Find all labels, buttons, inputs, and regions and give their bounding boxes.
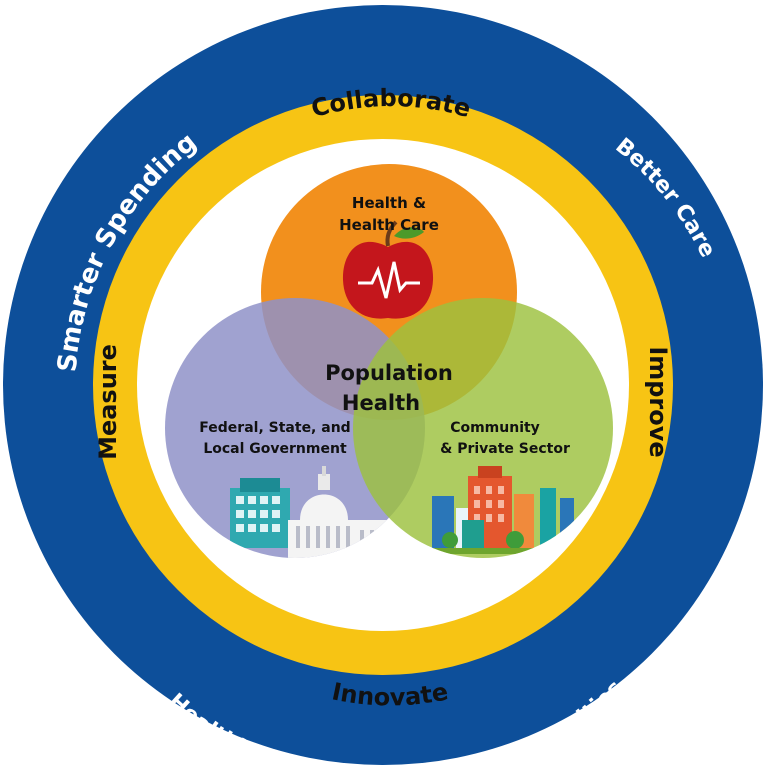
community-label-line2: & Private Sector [440,441,570,457]
health-label-line1: Health & [352,194,426,212]
apple-heartbeat-icon [342,220,434,319]
government-label-line2: Local Government [203,441,347,457]
community-label-line1: Community [450,420,540,436]
city-buildings-icon [430,466,574,554]
government-label-line1: Federal, State, and [199,420,350,436]
inner-ring-label-improve: Improve [644,346,672,457]
inner-ring-label-measure: Measure [94,344,122,460]
health-label-line2: Health Care [339,216,439,234]
center-title-line1: Population [325,361,453,385]
center-title-line2: Health [342,391,420,415]
